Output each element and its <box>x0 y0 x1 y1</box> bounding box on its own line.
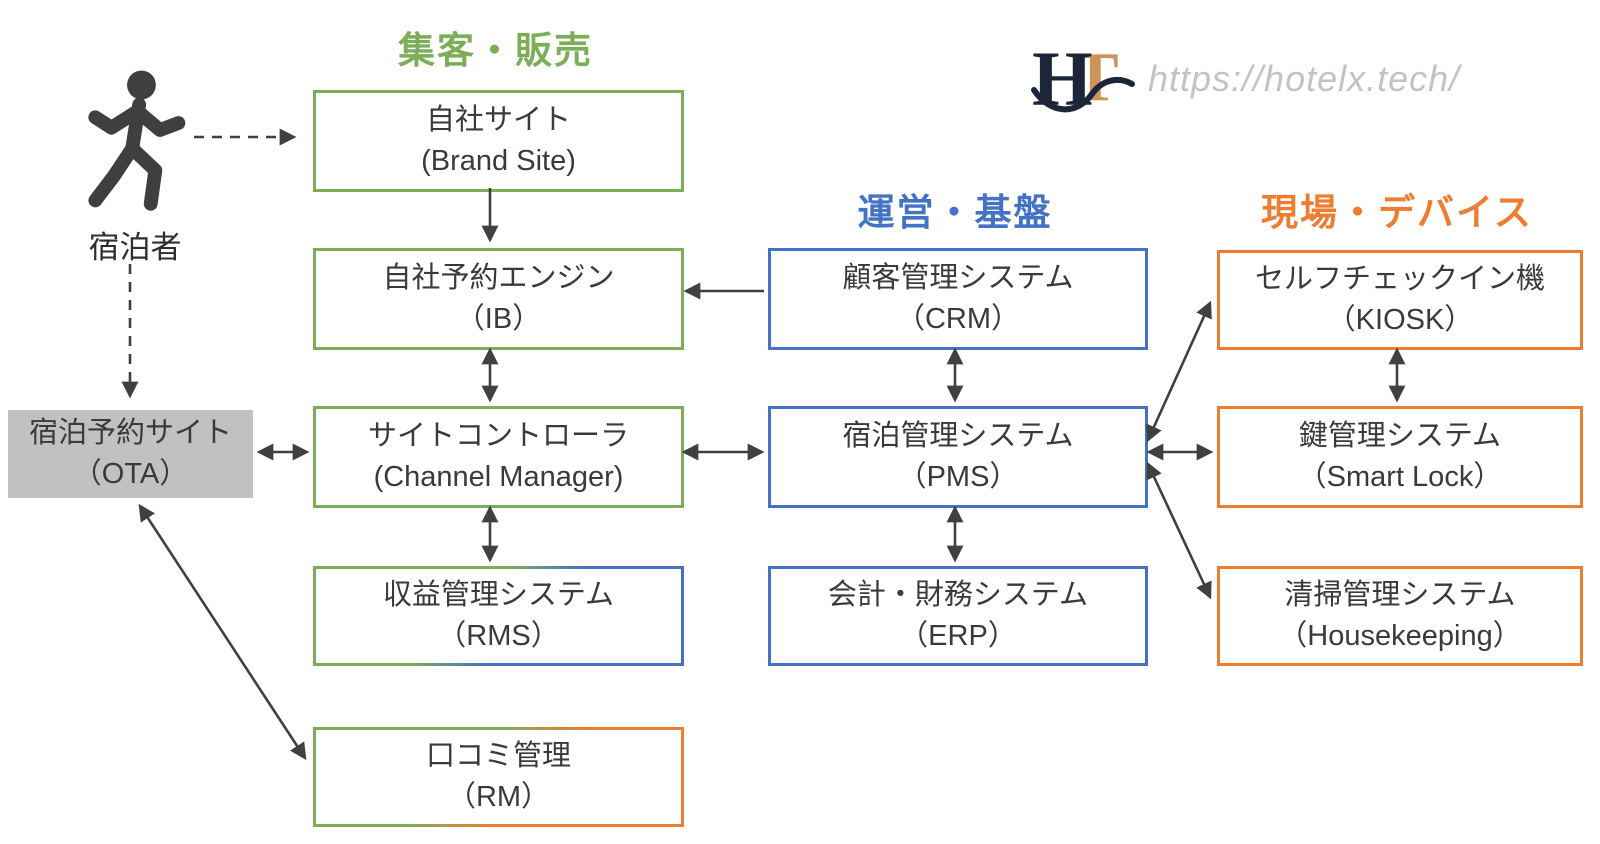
logo-letter-t: T <box>1072 39 1119 116</box>
box-smart-lock: 鍵管理システム （Smart Lock） <box>1217 406 1583 508</box>
box-ota-abbr: （OTA） <box>72 458 189 490</box>
box-pms-abbr: （PMS） <box>897 461 1019 493</box>
box-erp-name: 会計・財務システム <box>827 578 1089 611</box>
box-pms-name: 宿泊管理システム <box>842 419 1074 452</box>
heading-operations: 運営・基盤 <box>857 192 1053 233</box>
box-ota-name: 宿泊予約サイト <box>28 416 232 449</box>
site-url-text: https://hotelx.tech/ <box>1148 58 1461 99</box>
box-crm: 顧客管理システム （CRM） <box>768 248 1148 350</box>
box-crm-abbr: （CRM） <box>895 303 1021 335</box>
arrow-ota-rm <box>138 503 307 761</box>
box-kiosk-abbr: （KIOSK） <box>1326 304 1474 336</box>
box-rms-abbr: （RMS） <box>437 620 560 652</box>
box-ib-name: 自社予約エンジン <box>382 261 615 294</box>
guest-label: 宿泊者 <box>88 230 182 265</box>
box-brand-site-name: 自社サイト <box>425 103 571 136</box>
box-smart-lock-name: 鍵管理システム <box>1298 419 1502 452</box>
box-housekeeping-name: 清掃管理システム <box>1284 578 1516 611</box>
box-internet-booking: 自社予約エンジン （IB） <box>313 248 684 350</box>
box-ib-abbr: （IB） <box>455 303 542 335</box>
hotelx-logo: T H <box>1031 39 1137 120</box>
box-brand-site-abbr: (Brand Site) <box>421 145 576 177</box>
box-housekeeping-abbr: （Housekeeping） <box>1278 620 1522 652</box>
box-housekeeping: 清掃管理システム （Housekeeping） <box>1217 566 1583 666</box>
box-channel-manager-name: サイトコントローラ <box>367 419 629 452</box>
heading-sales: 集客・販売 <box>398 30 593 71</box>
box-rm-name: 口コミ管理 <box>425 739 571 772</box>
heading-devices: 現場・デバイス <box>1261 192 1533 233</box>
box-erp: 会計・財務システム （ERP） <box>768 566 1148 666</box>
box-kiosk: セルフチェックイン機 （KIOSK） <box>1217 250 1583 350</box>
box-erp-abbr: （ERP） <box>899 620 1017 652</box>
box-smart-lock-abbr: （Smart Lock） <box>1297 461 1503 493</box>
box-rms-name: 収益管理システム <box>382 578 615 611</box>
box-revenue-management: 収益管理システム （RMS） <box>313 566 684 666</box>
box-review-management: 口コミ管理 （RM） <box>313 727 684 827</box>
box-crm-name: 顧客管理システム <box>842 261 1074 294</box>
guest-icon <box>88 70 186 211</box>
box-channel-manager-abbr: (Channel Manager) <box>373 461 624 493</box>
box-ota: 宿泊予約サイト （OTA） <box>8 410 253 498</box>
box-brand-site: 自社サイト (Brand Site) <box>313 90 684 192</box>
logo-swoosh <box>1031 76 1135 113</box>
arrow-pms-kiosk <box>1146 300 1212 443</box>
box-rm-abbr: （RM） <box>446 781 551 813</box>
box-channel-manager: サイトコントローラ (Channel Manager) <box>313 406 684 508</box>
box-kiosk-name: セルフチェックイン機 <box>1254 262 1545 295</box>
arrow-pms-housekeeping <box>1146 461 1212 600</box>
